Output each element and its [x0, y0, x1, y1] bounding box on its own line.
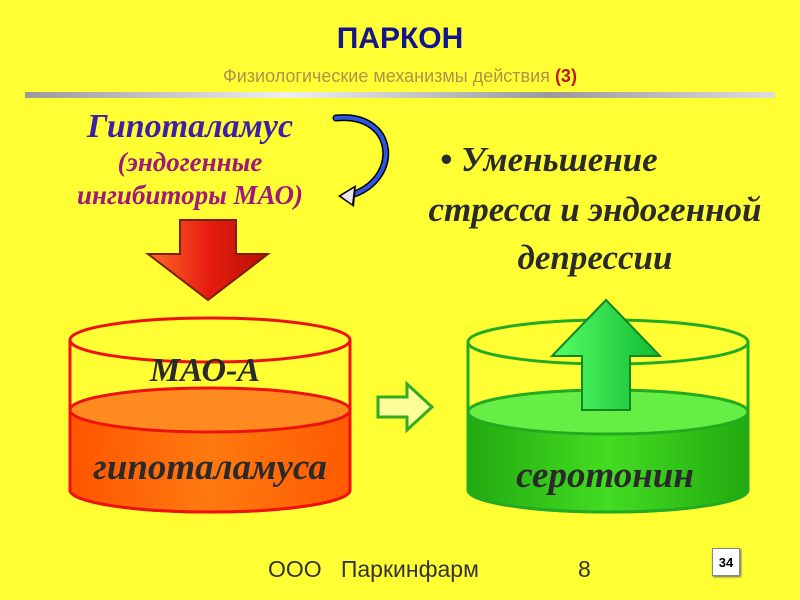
footer-page-number: 8: [578, 556, 591, 582]
hypothalamus-liquid-label: гипоталамуса: [93, 447, 327, 488]
hypothalamus-subtext-line1: (эндогенные: [117, 147, 263, 177]
effect-bullet-line1: • Уменьшение: [440, 140, 658, 180]
page-title: ПАРКОН: [336, 22, 464, 55]
red-down-arrow: [145, 219, 271, 302]
slide-number-badge: 34: [712, 548, 740, 576]
header-divider: [25, 92, 775, 98]
orange-liquid: [68, 408, 352, 514]
mao-cylinder-rim: [68, 316, 352, 364]
mao-a-label: МАО-А: [149, 352, 261, 389]
serotonin-cylinder: [466, 318, 750, 514]
subtitle-text: Физиологические механизмы действия: [223, 66, 550, 86]
hollow-right-arrow: [376, 380, 435, 434]
green-liquid: [466, 410, 750, 514]
page-subtitle: Физиологические механизмы действия (3): [0, 66, 800, 87]
footer-company: ООО Паркинфарм: [268, 556, 479, 582]
bullet-marker: •: [440, 140, 453, 179]
effect-bullet-line2: стресса и эндогенной: [428, 190, 762, 229]
hypothalamus-heading: Гипоталамус: [86, 108, 294, 145]
effect-bullet-line3: депрессии: [517, 238, 673, 277]
orange-liquid-surface: [68, 386, 352, 434]
subtitle-number: (3): [554, 66, 577, 86]
green-up-arrow: [549, 298, 663, 411]
curved-feedback-arrow: [332, 114, 389, 207]
hypothalamus-subtext-line2: ингибиторы МАО): [76, 180, 304, 210]
mao-cylinder: [68, 316, 352, 514]
serotonin-label: серотонин: [516, 455, 694, 496]
effect-line1-text: Уменьшение: [461, 140, 658, 179]
